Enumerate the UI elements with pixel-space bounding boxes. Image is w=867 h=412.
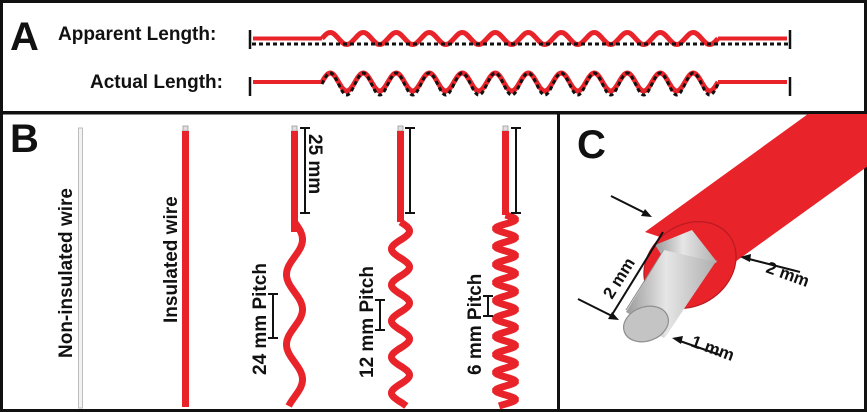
insulation-thickness-label: 1 mm [689, 332, 737, 365]
panel-a-frame [0, 0, 867, 114]
coil-24mm-wire [283, 219, 306, 408]
panel-c: C 2 mm 2 mm 1 mm [577, 114, 867, 365]
insulated-wire [182, 131, 189, 407]
actual-length-dashed-path [320, 71, 720, 97]
apparent-length-diagram [248, 29, 792, 49]
coil-24mm: 25 mm 24 mm Pitch [250, 125, 325, 408]
panel-c-frame [557, 111, 867, 412]
pitch-6mm-label: 6 mm Pitch [465, 274, 486, 375]
inner-diameter-label: 2 mm [599, 254, 639, 302]
coil-6mm: 6 mm Pitch [465, 125, 521, 410]
scale-25mm-label: 25 mm [304, 134, 325, 194]
apparent-length-label: Apparent Length: [58, 24, 216, 45]
panel-a-letter: A [10, 15, 39, 59]
panel-c-letter: C [577, 123, 606, 167]
coil-12mm-wire [387, 219, 414, 409]
dimension-arrows [577, 195, 801, 356]
insulated-wire-tip [182, 125, 189, 132]
actual-length-label: Actual Length: [90, 72, 223, 93]
panel-b-letter: B [10, 117, 39, 161]
coil-12mm: 12 mm Pitch [357, 125, 415, 409]
actual-length-diagram [248, 70, 792, 97]
non-insulated-wire-label: Non-insulated wire [56, 188, 77, 358]
insulated-wire-label: Insulated wire [161, 196, 182, 323]
pitch-24mm-label: 24 mm Pitch [250, 263, 271, 375]
panel-b: B Non-insulated wire Insulated wire 25 m… [10, 117, 521, 410]
pitch-12mm-label: 12 mm Pitch [357, 266, 378, 378]
panel-a: A Apparent Length: Actual Length: [10, 15, 792, 97]
outer-diameter-label: 2 mm [764, 258, 812, 291]
coil-6mm-wire [492, 211, 519, 410]
apparent-coiled-wire [320, 29, 720, 48]
non-insulated-wire [78, 127, 83, 409]
conductor-core [623, 230, 717, 343]
